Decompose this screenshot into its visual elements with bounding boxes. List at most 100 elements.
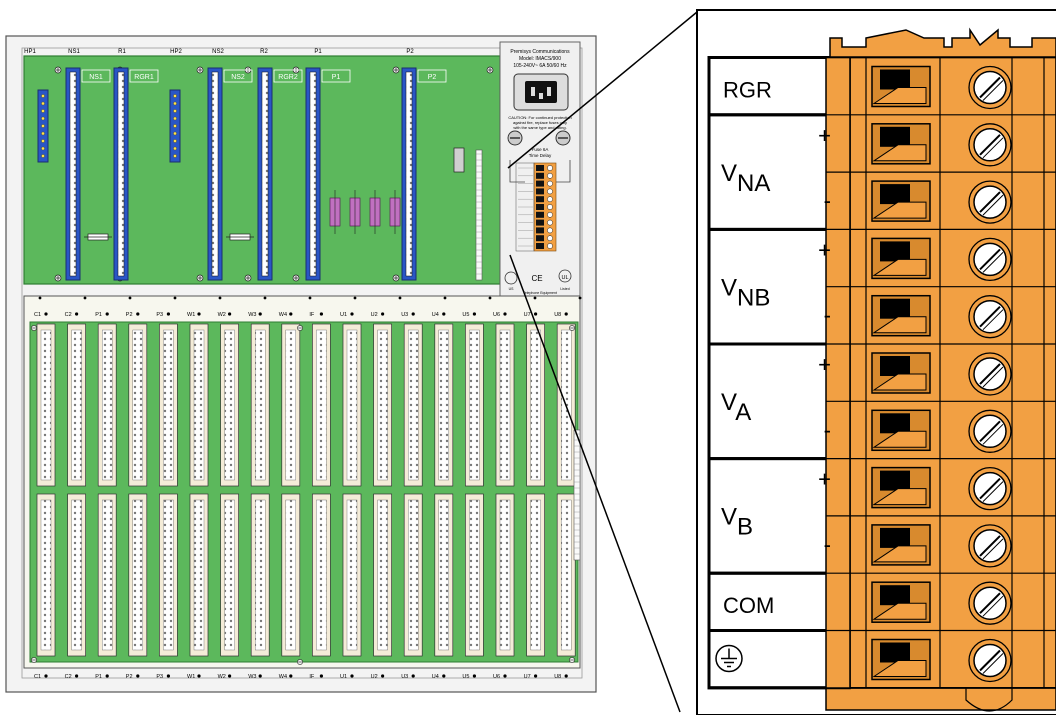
io-connector	[526, 323, 545, 487]
bottom-slot-label-top: P3	[156, 312, 163, 318]
header-connector	[37, 89, 49, 163]
bottom-slot-label-bottom: P3	[156, 674, 163, 680]
screw-icon	[31, 657, 37, 663]
io-connector	[189, 323, 209, 487]
power-label-plate: Premisys Communications Model: IMACS/900…	[499, 41, 581, 298]
bottom-slot-label-bottom: C2	[65, 674, 72, 680]
io-connector	[556, 493, 576, 657]
slot-dot	[319, 312, 323, 316]
pin-strip	[573, 429, 581, 561]
polarity-sign: -	[824, 532, 831, 557]
bottom-slot-label-bottom: U2	[371, 674, 378, 680]
wire-clamp-icon	[871, 180, 931, 222]
screw-icon	[54, 66, 62, 74]
wire-clamp-icon	[871, 237, 931, 280]
slot-dot	[381, 312, 385, 316]
header-connector	[169, 89, 181, 163]
io-connector	[342, 493, 362, 657]
terminal-row: VA+	[721, 343, 1056, 426]
bottom-slot-label-top: U8	[554, 312, 561, 318]
bottom-slot-label-top: P1	[95, 312, 102, 318]
bottom-slot-label-bottom: U7	[524, 674, 531, 680]
bottom-slot-label-top: U2	[371, 312, 378, 318]
cert-text-right: Listed	[560, 287, 569, 291]
resistor-block	[349, 190, 361, 234]
wire-clamp-icon	[871, 638, 931, 681]
bottom-slot-label-top: W3	[248, 312, 256, 318]
io-connector	[159, 323, 178, 487]
slot-dot	[289, 312, 293, 316]
slot-dot	[228, 312, 232, 316]
slot-dot	[105, 674, 109, 678]
slot-dot	[381, 674, 385, 678]
mount-dot	[173, 296, 177, 300]
card-tag: P1	[332, 74, 341, 81]
bottom-slot-label-top: U5	[462, 312, 469, 318]
wire-clamp-icon	[871, 524, 931, 566]
top-slot-label: HP1	[24, 49, 36, 55]
io-connector	[312, 493, 331, 657]
slot-dot	[75, 312, 79, 316]
slot-dot	[564, 312, 568, 316]
slot-dot	[472, 312, 476, 316]
terminal-screw-icon	[968, 295, 1012, 339]
slot-dot	[319, 674, 323, 678]
top-slot-label: R1	[118, 49, 126, 55]
terminal-label: RGR	[723, 78, 772, 103]
screw-icon	[569, 325, 575, 331]
plate-fuse-1: Fuse 6A	[532, 147, 549, 152]
top-slot-label: P1	[314, 49, 322, 55]
cert-text-left: US	[509, 287, 515, 291]
wire-clamp-icon	[871, 581, 931, 623]
plate-caution-1: CAUTION: For continued protection	[508, 115, 571, 120]
plate-line-3: 105-240V~ 6A 50/60 Hz	[513, 63, 567, 69]
cert-mark-ce: CE	[531, 274, 542, 283]
top-slot-label: HP2	[170, 49, 182, 55]
bottom-slot-label-top: P2	[126, 312, 133, 318]
bottom-slot-label-top: W1	[187, 312, 195, 318]
terminal-label: VA	[721, 389, 751, 426]
slot-dot	[44, 674, 48, 678]
mount-dot	[578, 296, 582, 300]
polarity-sign: +	[818, 467, 831, 492]
screw-icon	[392, 66, 400, 74]
slot-dot	[197, 674, 201, 678]
io-connector	[403, 323, 423, 487]
polarity-sign: +	[818, 237, 831, 262]
slot-dot	[411, 674, 415, 678]
bottom-slot-label-bottom: U1	[340, 674, 347, 680]
card-connector: NS1	[65, 67, 111, 281]
mini-terminal-block	[515, 162, 557, 252]
mount-dot	[488, 296, 492, 300]
card-connector: RGR1	[113, 67, 159, 281]
bottom-slot-label-bottom: U5	[462, 674, 469, 680]
screw-icon	[297, 659, 303, 665]
io-connector	[342, 323, 362, 487]
io-connector	[189, 493, 209, 657]
io-connector	[434, 323, 454, 487]
bottom-slot-label-bottom: W2	[218, 674, 226, 680]
wire-clamp-icon	[871, 65, 931, 108]
mount-dot	[353, 296, 357, 300]
mount-dot	[443, 296, 447, 300]
bottom-slot-label-top: IF	[309, 312, 315, 318]
terminal-screw-icon	[968, 581, 1012, 625]
bottom-slot-label-bottom: U8	[554, 674, 561, 680]
bottom-slot-label-bottom: W4	[279, 674, 287, 680]
polarity-sign: -	[824, 188, 831, 213]
bottom-slot-label-bottom: C1	[34, 674, 41, 680]
bottom-slot-label-bottom: U3	[401, 674, 408, 680]
terminal-screw-icon	[968, 65, 1012, 110]
bottom-slot-label-top: U1	[340, 312, 347, 318]
bottom-slot-label-bottom: W3	[248, 674, 256, 680]
slot-dot	[503, 674, 507, 678]
slot-dot	[472, 674, 476, 678]
card-connector: P2	[401, 67, 447, 281]
wire-clamp-icon	[871, 123, 931, 165]
terminal-label: VNB	[721, 274, 770, 311]
bottom-slot-label-bottom: U4	[432, 674, 439, 680]
bottom-slot-label-top: U6	[493, 312, 500, 318]
card-connector: RGR2	[257, 67, 303, 281]
polarity-sign: +	[818, 123, 831, 148]
card-tag: NS2	[231, 74, 245, 81]
